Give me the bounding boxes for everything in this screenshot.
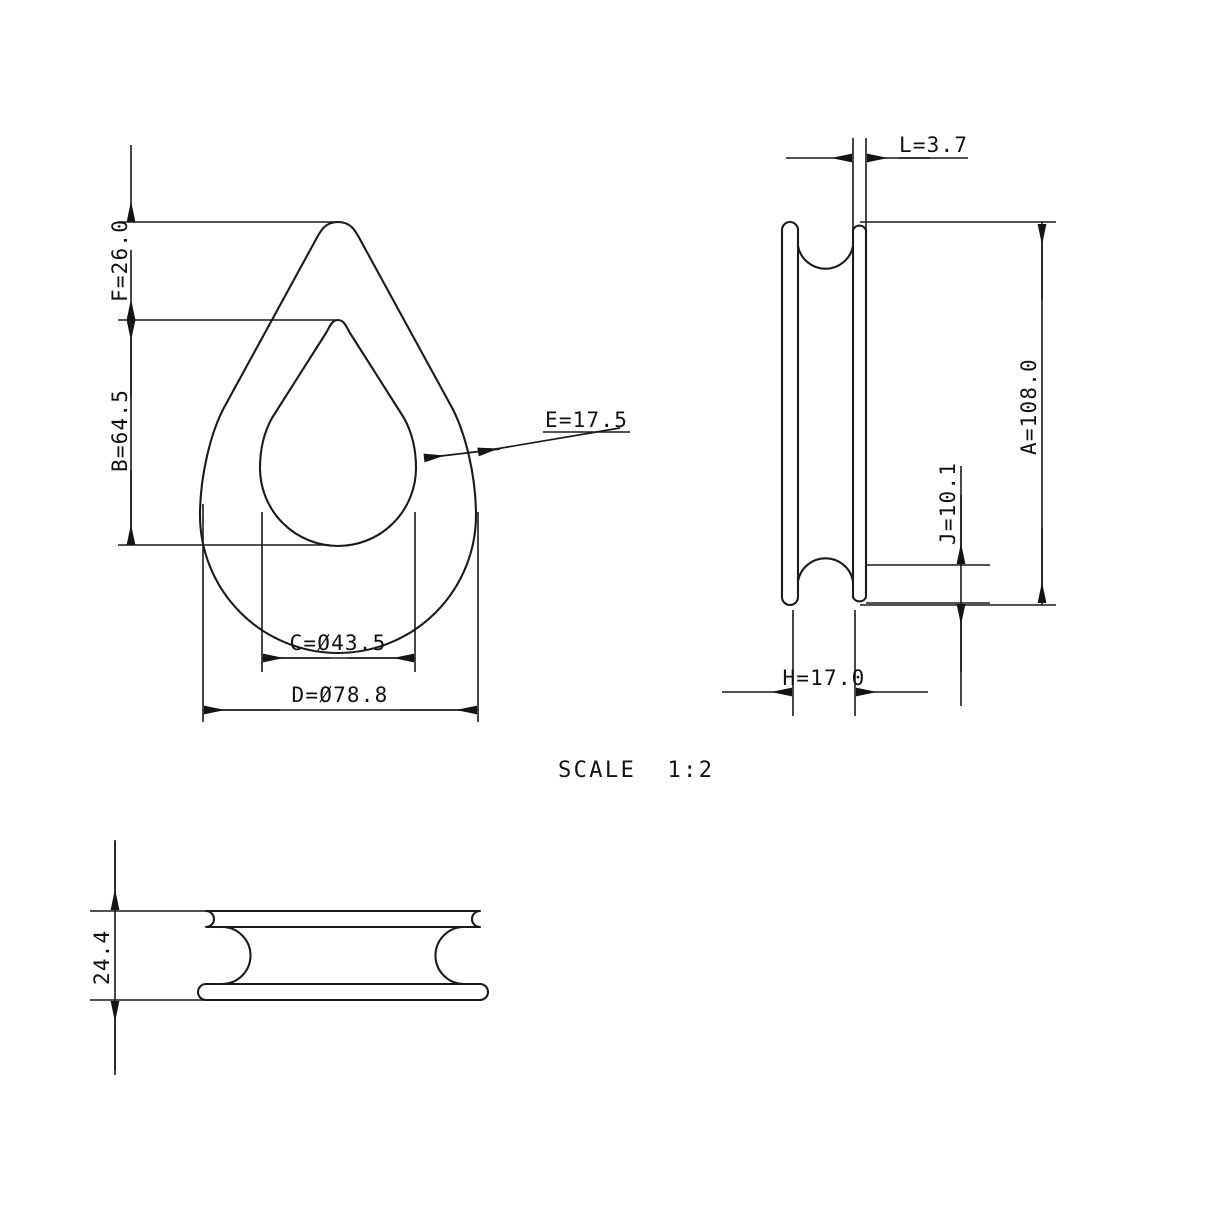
bottom-top-rim-outline xyxy=(204,909,482,929)
dim-E-label: E=17.5 xyxy=(545,408,628,432)
dim-J-label: J=10.1 xyxy=(936,462,960,545)
bottom-right-notch xyxy=(434,925,466,986)
bottom-view: 24.4 xyxy=(90,840,489,1075)
dim-L-label: L=3.7 xyxy=(899,133,968,157)
dim-E-leader-line-inner xyxy=(423,448,501,463)
dim-B-label: B=64.5 xyxy=(108,389,132,472)
bottom-left-notch xyxy=(220,925,252,986)
front-outer-teardrop-outline xyxy=(198,220,478,654)
bottom-bottom-rim-outline xyxy=(197,982,489,1002)
dim-A-label: A=108.0 xyxy=(1017,358,1041,455)
front-view: F=26.0 B=64.5 E=17.5 C=Ø43.5 D=Ø78.8 xyxy=(108,145,630,722)
dim-T-label: 24.4 xyxy=(90,930,114,985)
front-inner-teardrop-outline xyxy=(258,318,418,548)
scale-note: SCALE 1:2 xyxy=(558,758,714,783)
side-right-rim-outline xyxy=(851,224,868,603)
side-body-bottom-notch xyxy=(796,557,855,583)
dim-F-label: F=26.0 xyxy=(108,219,132,302)
dim-C-label: C=Ø43.5 xyxy=(290,631,387,655)
dim-H-label: H=17.0 xyxy=(782,666,865,690)
side-body-top-notch xyxy=(796,244,855,270)
side-view: L=3.7 A=108.0 J=10.1 H=17.0 xyxy=(722,133,1056,716)
side-left-rim-outline xyxy=(780,221,800,606)
dim-D-label: D=Ø78.8 xyxy=(292,683,389,707)
